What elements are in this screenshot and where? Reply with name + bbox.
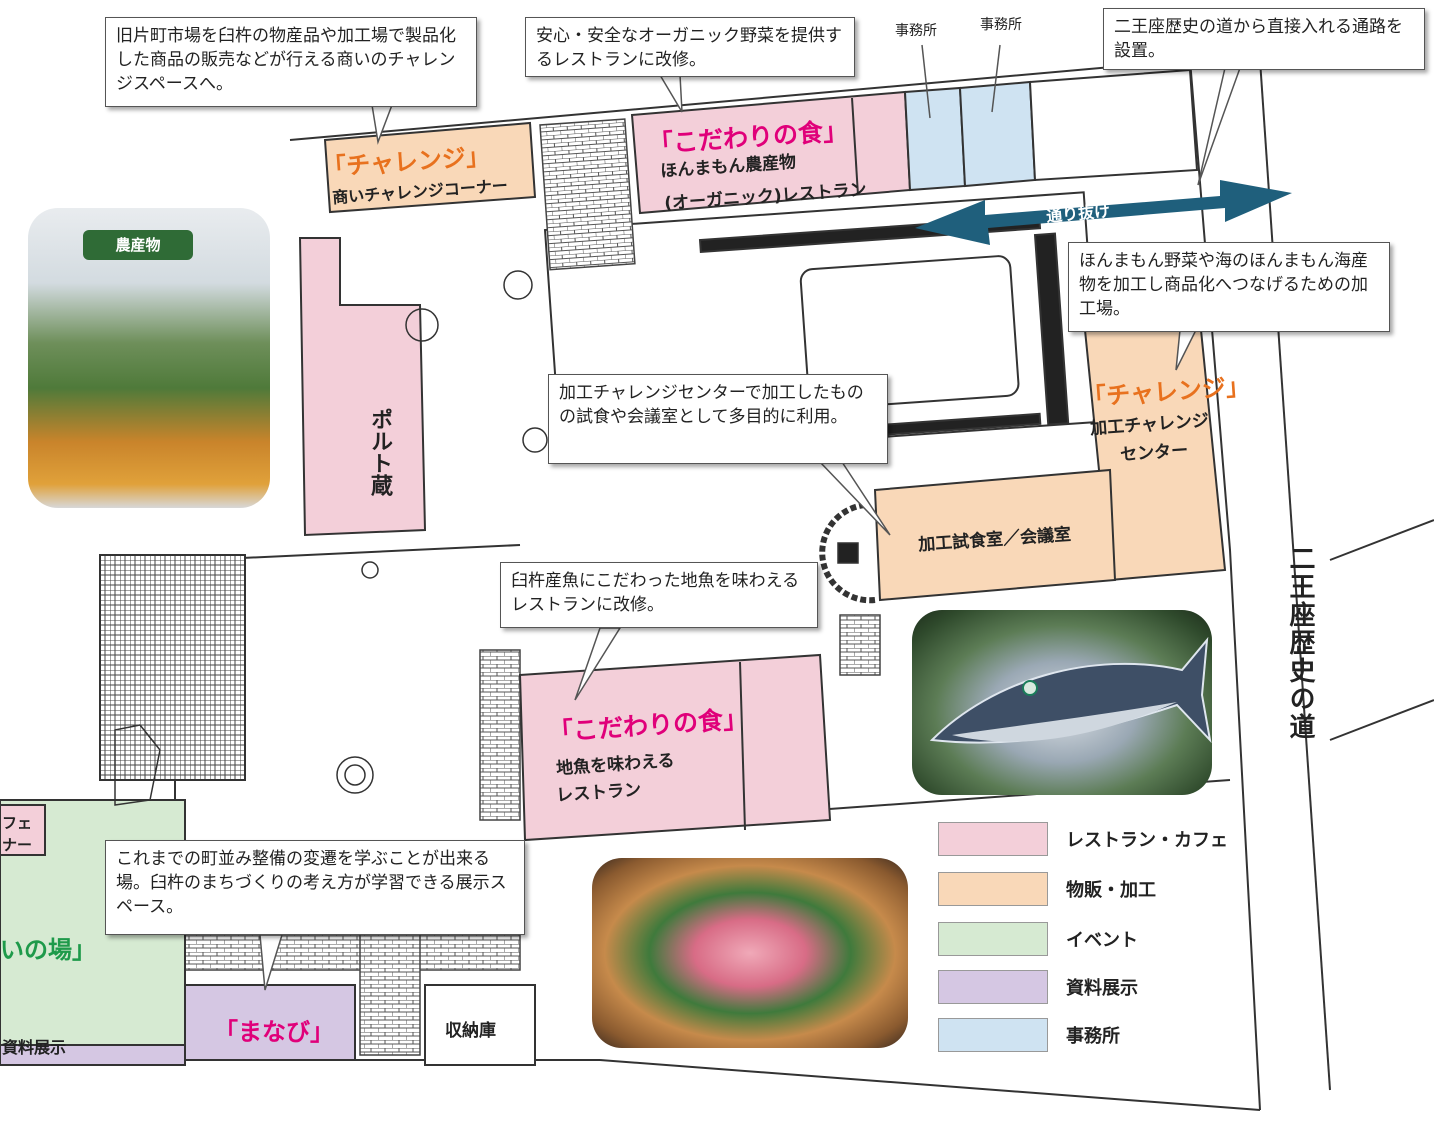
zone-challenge-shop [323, 121, 537, 214]
sashimi-photo [592, 858, 908, 1048]
road-label: 二王座歴史の道 [1285, 545, 1315, 741]
zone-exhibit-left [0, 1044, 186, 1066]
legend-label-event: イベント [1066, 930, 1138, 951]
left-event-label: いの場」 [0, 936, 96, 964]
legend-swatch-exhibit [938, 970, 1048, 1004]
callout-learning: これまでの町並み整備の変遷を学ぶことが出来る場。臼杵のまちづくりの考え方が学習で… [105, 840, 525, 935]
fish-photo [912, 610, 1212, 795]
zone-storage [424, 984, 536, 1066]
legend-label-restaurant: レストラン・カフェ [1066, 830, 1228, 851]
callout-processing: ほんまもん野菜や海のほんまもん海産物を加工し商品化へつなげるための加工場。 [1068, 242, 1390, 332]
fish-shape [929, 636, 1212, 744]
legend-swatch-event [938, 922, 1048, 956]
zone-tasting-room [873, 468, 1117, 602]
zone-office-1 [903, 86, 967, 192]
vegetable-market-photo: 農産物 [28, 208, 270, 508]
port-warehouse-label: ポルト蔵 [367, 408, 392, 496]
legend-swatch-restaurant [938, 822, 1048, 856]
legend-label-sales: 物販・加工 [1066, 880, 1156, 901]
zones [0, 68, 1227, 1066]
legend-label-office: 事務所 [1066, 1026, 1120, 1047]
office-label-1: 事務所 [895, 23, 937, 39]
legend-label-exhibit: 資料展示 [1066, 978, 1138, 999]
zone-cafe-left [0, 804, 46, 856]
left-cafe-label-1: フェ [2, 814, 33, 832]
callout-tasting-text: 加工チャレンジセンターで加工したものの試食や会議室として多目的に利用。 [559, 383, 864, 427]
zone-port-warehouse [298, 237, 427, 537]
sign-text: 農産物 [115, 236, 161, 254]
legend-item-sales: 物販・加工 [938, 872, 1238, 906]
callout-processing-text: ほんまもん野菜や海のほんまもん海産物を加工し商品化へつなげるための加工場。 [1079, 251, 1368, 319]
legend-item-restaurant: レストラン・カフェ [938, 822, 1238, 856]
callout-fish: 臼杵産魚にこだわった地魚を味わえるレストランに改修。 [500, 562, 818, 628]
callout-organic: 安心・安全なオーガニック野菜を提供するレストランに改修。 [525, 17, 855, 77]
callout-passage-text: 二王座歴史の道から直接入れる通路を設置。 [1114, 17, 1403, 61]
legend-swatch-office [938, 1018, 1048, 1052]
left-exhibit-label: 資料展示 [2, 1038, 67, 1057]
manabi-label: 「まなび」 [214, 1018, 334, 1046]
callout-challenge-shop: 旧片町市場を臼杵の物産品や加工場で製品化した商品の販売などが行える商いのチャレン… [105, 17, 477, 107]
callout-passage: 二王座歴史の道から直接入れる通路を設置。 [1103, 8, 1425, 70]
callout-challenge-shop-text: 旧片町市場を臼杵の物産品や加工場で製品化した商品の販売などが行える商いのチャレン… [116, 26, 456, 94]
legend-item-exhibit: 資料展示 [938, 970, 1238, 1004]
processing-sub2: センター [1119, 440, 1189, 466]
callout-organic-text: 安心・安全なオーガニック野菜を提供するレストランに改修。 [536, 26, 842, 70]
callout-fish-text: 臼杵産魚にこだわった地魚を味わえるレストランに改修。 [511, 571, 800, 615]
storage-label: 収納庫 [445, 1021, 496, 1041]
callout-learning-text: これまでの町並み整備の変遷を学ぶことが出来る場。臼杵のまちづくりの考え方が学習で… [116, 849, 507, 917]
left-cafe-label-2: ナー [2, 836, 33, 854]
callout-tasting: 加工チャレンジセンターで加工したものの試食や会議室として多目的に利用。 [548, 374, 888, 464]
zone-office-2 [958, 80, 1037, 188]
legend-swatch-sales [938, 872, 1048, 906]
brick-walls [179, 118, 881, 1056]
zone-fish-restaurant [518, 653, 832, 842]
zone-restroom [1028, 68, 1199, 182]
produce-sign: 農産物 [83, 230, 193, 260]
legend-item-event: イベント [938, 922, 1238, 956]
hatched-plaza [99, 554, 246, 781]
zone-exhibit-manabi [184, 984, 356, 1061]
fixtures [114, 270, 876, 806]
office-label-2: 事務所 [980, 17, 1022, 33]
passage-arrow [915, 180, 1292, 245]
legend-item-office: 事務所 [938, 1018, 1238, 1052]
